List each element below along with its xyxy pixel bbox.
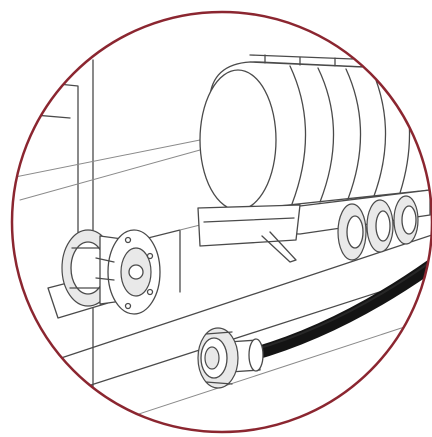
hose xyxy=(243,258,432,362)
tanker-truck xyxy=(197,54,431,263)
truck-wheels xyxy=(337,195,419,261)
hose-coupling xyxy=(197,327,264,389)
wall-coupling xyxy=(47,229,161,319)
circular-frame-ring xyxy=(10,10,432,434)
